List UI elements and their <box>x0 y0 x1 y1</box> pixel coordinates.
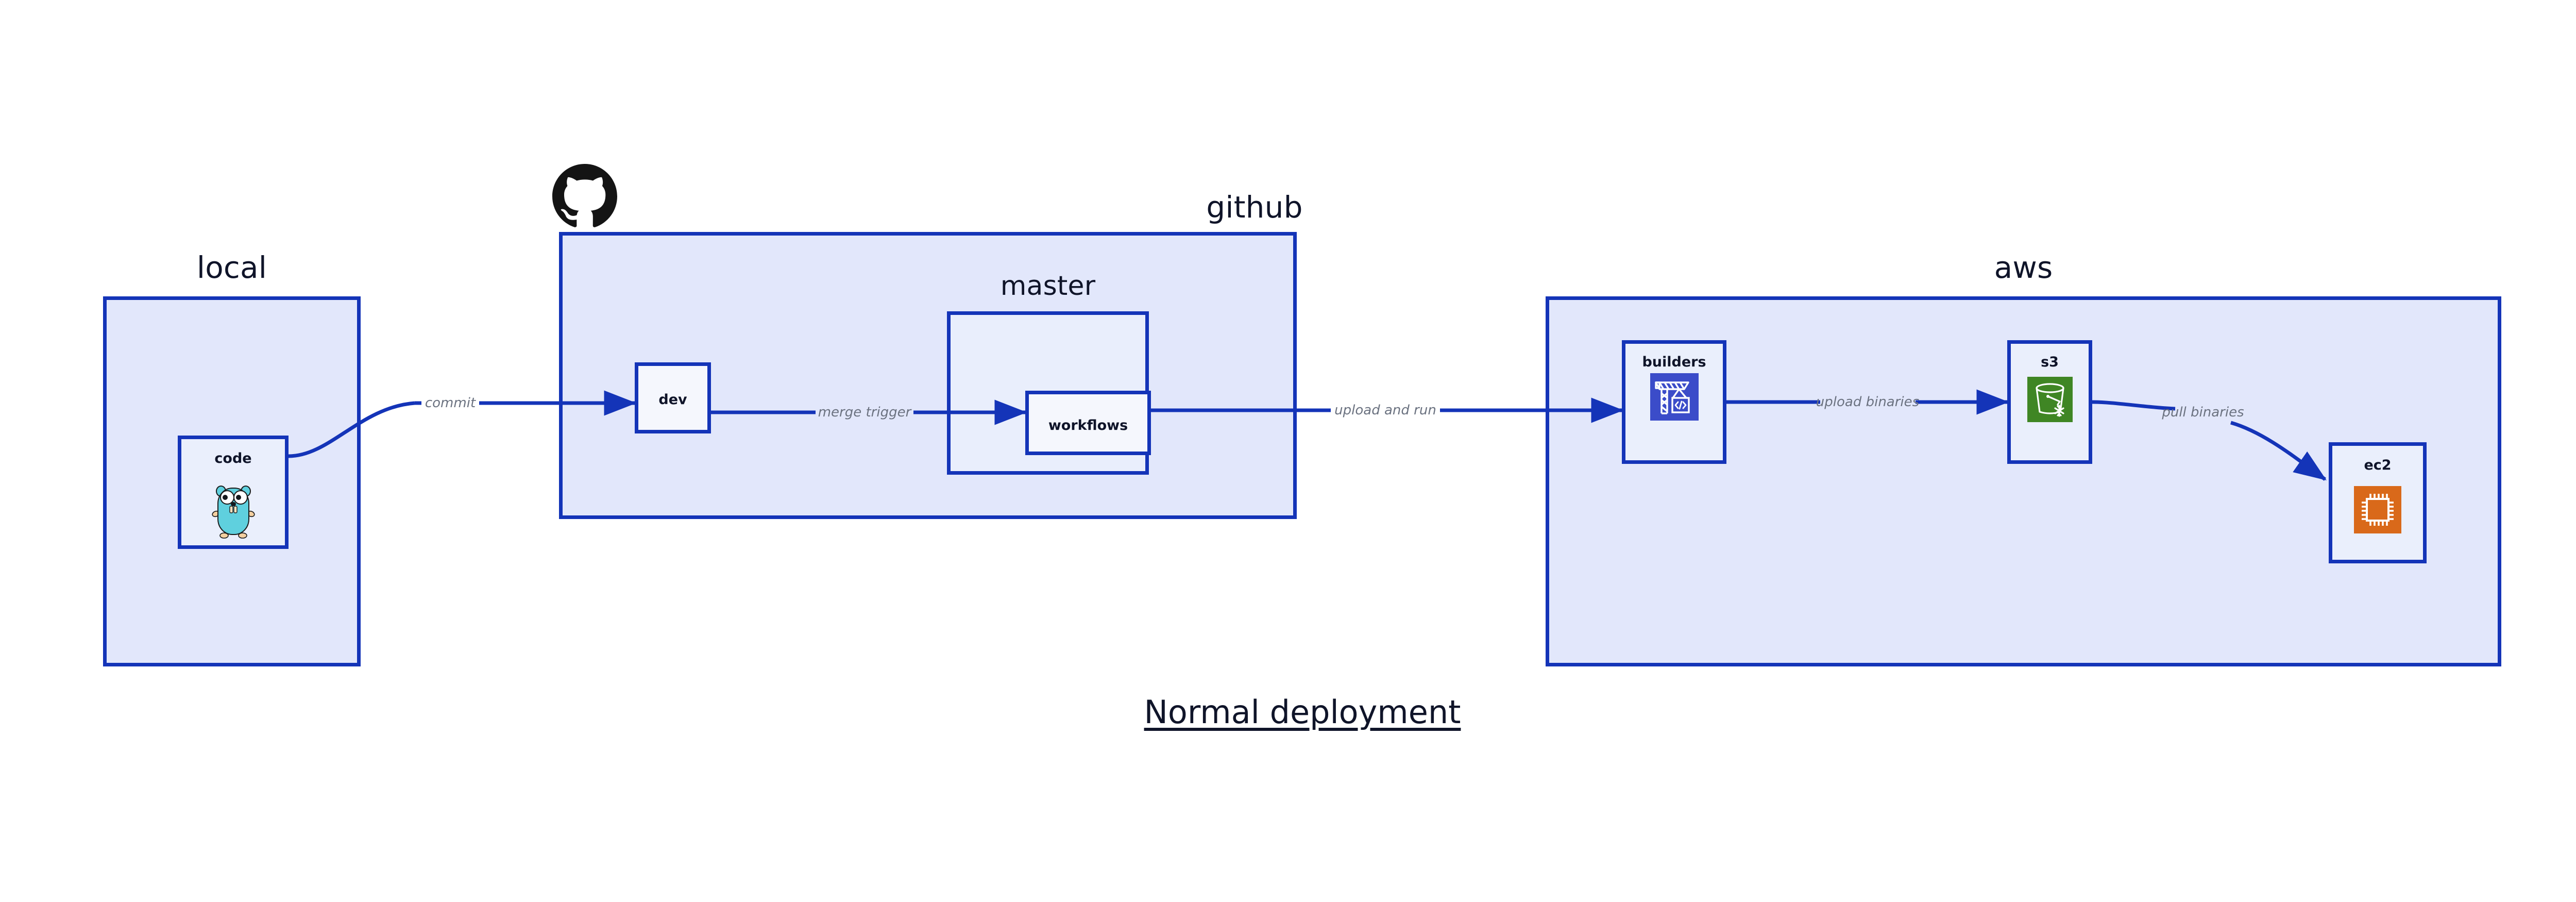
aws-ec2-chip-icon <box>2354 486 2401 533</box>
node-label-dev: dev <box>658 392 687 408</box>
node-s3[interactable]: s3 <box>2007 340 2092 464</box>
edge-label-commit: commit <box>425 395 476 411</box>
go-gopher-icon <box>210 482 257 540</box>
node-label-builders: builders <box>1642 354 1706 370</box>
node-label-code: code <box>214 450 252 466</box>
aws-crane-code-icon <box>1650 373 1699 421</box>
github-octocat-icon <box>552 164 617 229</box>
node-builders[interactable]: builders <box>1622 340 1726 464</box>
node-label-s3: s3 <box>2041 354 2059 370</box>
diagram-caption: Normal deployment <box>1144 693 1461 731</box>
edge-label-upload-and-run: upload and run <box>1334 403 1436 418</box>
node-workflows[interactable]: workflows <box>1025 391 1151 455</box>
node-code[interactable]: code <box>178 436 289 549</box>
edge-label-pull-binaries: pull binaries <box>2162 405 2244 420</box>
edge-label-upload-binaries: upload binaries <box>1816 394 1920 410</box>
group-label-github: github <box>1206 190 1303 225</box>
node-ec2[interactable]: ec2 <box>2329 442 2427 563</box>
group-label-local: local <box>196 250 267 285</box>
group-label-aws: aws <box>1994 250 2053 285</box>
edge-label-merge-trigger: merge trigger <box>818 405 911 420</box>
node-label-workflows: workflows <box>1048 417 1128 433</box>
node-label-ec2: ec2 <box>2364 457 2392 473</box>
aws-s3-bucket-icon <box>2027 377 2073 422</box>
subgroup-label-master: master <box>1000 271 1096 302</box>
node-dev[interactable]: dev <box>635 362 711 433</box>
